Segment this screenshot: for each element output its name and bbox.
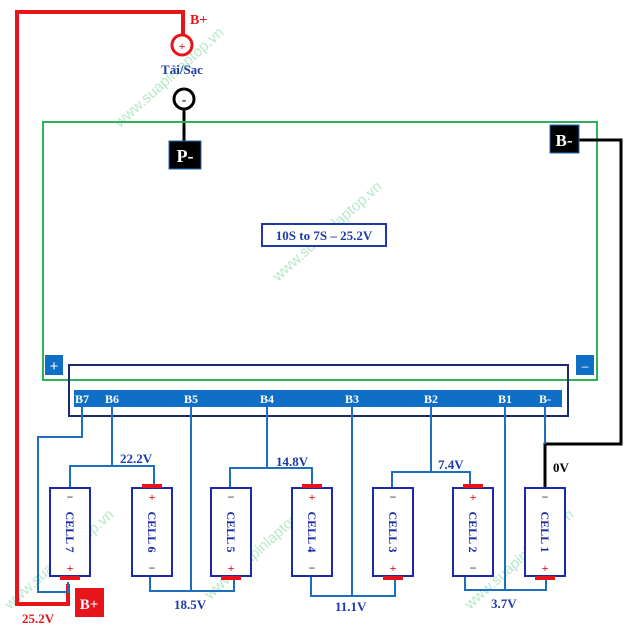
battery-b-plus-terminal[interactable] bbox=[75, 588, 104, 617]
balance-pin-b2: B2 bbox=[424, 392, 438, 406]
voltage-label-7-4v: 7.4V bbox=[438, 457, 464, 472]
cell-label: CELL 6 bbox=[145, 511, 159, 552]
cell-bottom-polarity: + bbox=[228, 561, 235, 575]
cell-top-polarity: − bbox=[390, 490, 397, 504]
cell-positive-cap bbox=[302, 484, 322, 488]
board-minus-pad bbox=[576, 355, 594, 375]
cell-body bbox=[49, 487, 91, 577]
cell-bottom-polarity: + bbox=[542, 561, 549, 575]
cell-body bbox=[210, 487, 252, 577]
voltage-label-3-7v: 3.7V bbox=[491, 596, 517, 611]
balance-pin-b1: B1 bbox=[498, 392, 512, 406]
wire-b5-join bbox=[149, 577, 235, 592]
bms-board bbox=[42, 121, 598, 381]
cell-label: CELL 5 bbox=[224, 511, 238, 552]
voltage-label-14-8v: 14.8V bbox=[276, 454, 309, 469]
cell-4: + − CELL 4 bbox=[291, 484, 333, 577]
balance-pin-bminus: B- bbox=[539, 392, 551, 406]
wire-b7 bbox=[37, 407, 83, 593]
board-minus-symbol: – bbox=[582, 359, 589, 373]
cell-bottom-polarity: − bbox=[309, 561, 316, 575]
load-label: Tải/Sạc bbox=[161, 62, 203, 77]
p-minus-label: P- bbox=[177, 146, 194, 166]
load-plus-terminal[interactable] bbox=[170, 33, 194, 57]
cell-top-polarity: − bbox=[67, 490, 74, 504]
cells: − + CELL 7 + − CELL 6 − + CELL 5 + − CELL 4 − + CELL 3… bbox=[49, 484, 566, 580]
load-minus-symbol: - bbox=[182, 92, 186, 107]
load-plus-symbol: + bbox=[179, 39, 186, 53]
cell-positive-cap bbox=[383, 576, 403, 580]
balance-pin-b7: B7 bbox=[75, 392, 89, 406]
board-plus-symbol: + bbox=[50, 358, 59, 375]
wire-b1-join bbox=[464, 577, 547, 591]
cell-top-polarity: + bbox=[470, 490, 477, 504]
cell-positive-cap bbox=[142, 484, 162, 488]
cell-positive-cap bbox=[463, 484, 483, 488]
watermark: www.suapinlaptop.vn bbox=[111, 24, 228, 132]
balance-pin-b3: B3 bbox=[345, 392, 359, 406]
wire-b4-join bbox=[229, 467, 313, 488]
cell-bottom-polarity: + bbox=[390, 561, 397, 575]
cell-label: CELL 7 bbox=[63, 511, 77, 552]
cell-1: − + CELL 1 bbox=[524, 487, 566, 580]
load-b-plus-label: B+ bbox=[190, 13, 207, 28]
cell-6: + − CELL 6 bbox=[131, 484, 173, 577]
cell-body bbox=[524, 487, 566, 577]
wire-b3-join bbox=[310, 577, 396, 597]
p-minus-terminal[interactable] bbox=[168, 140, 202, 170]
cell-bottom-polarity: + bbox=[67, 561, 74, 575]
cell-2: + − CELL 2 bbox=[452, 484, 494, 577]
cell-top-polarity: − bbox=[228, 490, 235, 504]
b-minus-wire bbox=[543, 138, 623, 488]
cell-7: − + CELL 7 bbox=[49, 487, 91, 580]
b-minus-terminal[interactable] bbox=[549, 124, 580, 154]
voltage-label-22-2v: 22.2V bbox=[120, 451, 153, 466]
wire-b2-join bbox=[391, 471, 471, 488]
balance-pin-b6: B6 bbox=[105, 392, 119, 406]
cell-label: CELL 3 bbox=[386, 511, 400, 552]
balance-pin-b4: B4 bbox=[260, 392, 274, 406]
cell-bottom-polarity: − bbox=[470, 561, 477, 575]
balance-connector-strip bbox=[74, 390, 562, 407]
voltage-label-25-2v: 25.2V bbox=[22, 611, 55, 626]
cell-top-polarity: − bbox=[542, 490, 549, 504]
wire-b6-join bbox=[69, 465, 155, 488]
balance-connector-housing bbox=[68, 364, 569, 417]
voltage-label-18-5v: 18.5V bbox=[174, 597, 207, 612]
cell-top-polarity: + bbox=[149, 490, 156, 504]
balance-wires bbox=[37, 407, 547, 597]
cell-5: − + CELL 5 bbox=[210, 487, 252, 580]
cell-label: CELL 1 bbox=[538, 511, 552, 552]
cell-positive-cap bbox=[535, 576, 555, 580]
board-title: 10S to 7S – 25.2V bbox=[276, 228, 373, 243]
b-minus-label: B- bbox=[556, 131, 573, 150]
cell-top-polarity: + bbox=[309, 490, 316, 504]
balance-pins: B7 B6 B5 B4 B3 B2 B1 B- bbox=[75, 392, 551, 406]
battery-b-plus-label: B+ bbox=[80, 597, 99, 613]
cell-label: CELL 2 bbox=[466, 511, 480, 552]
b-plus-wire bbox=[15, 10, 185, 606]
voltage-label-11-1v: 11.1V bbox=[335, 599, 367, 614]
voltage-label-0v: 0V bbox=[553, 460, 570, 475]
cell-positive-cap bbox=[60, 576, 80, 580]
cell-bottom-polarity: − bbox=[149, 561, 156, 575]
cell-3: − + CELL 3 bbox=[372, 487, 414, 580]
cell-positive-cap bbox=[221, 576, 241, 580]
title-box bbox=[261, 223, 387, 247]
cell-label: CELL 4 bbox=[305, 511, 319, 552]
board-plus-pad bbox=[45, 355, 63, 375]
balance-pin-b5: B5 bbox=[184, 392, 198, 406]
cell-body bbox=[131, 487, 173, 577]
